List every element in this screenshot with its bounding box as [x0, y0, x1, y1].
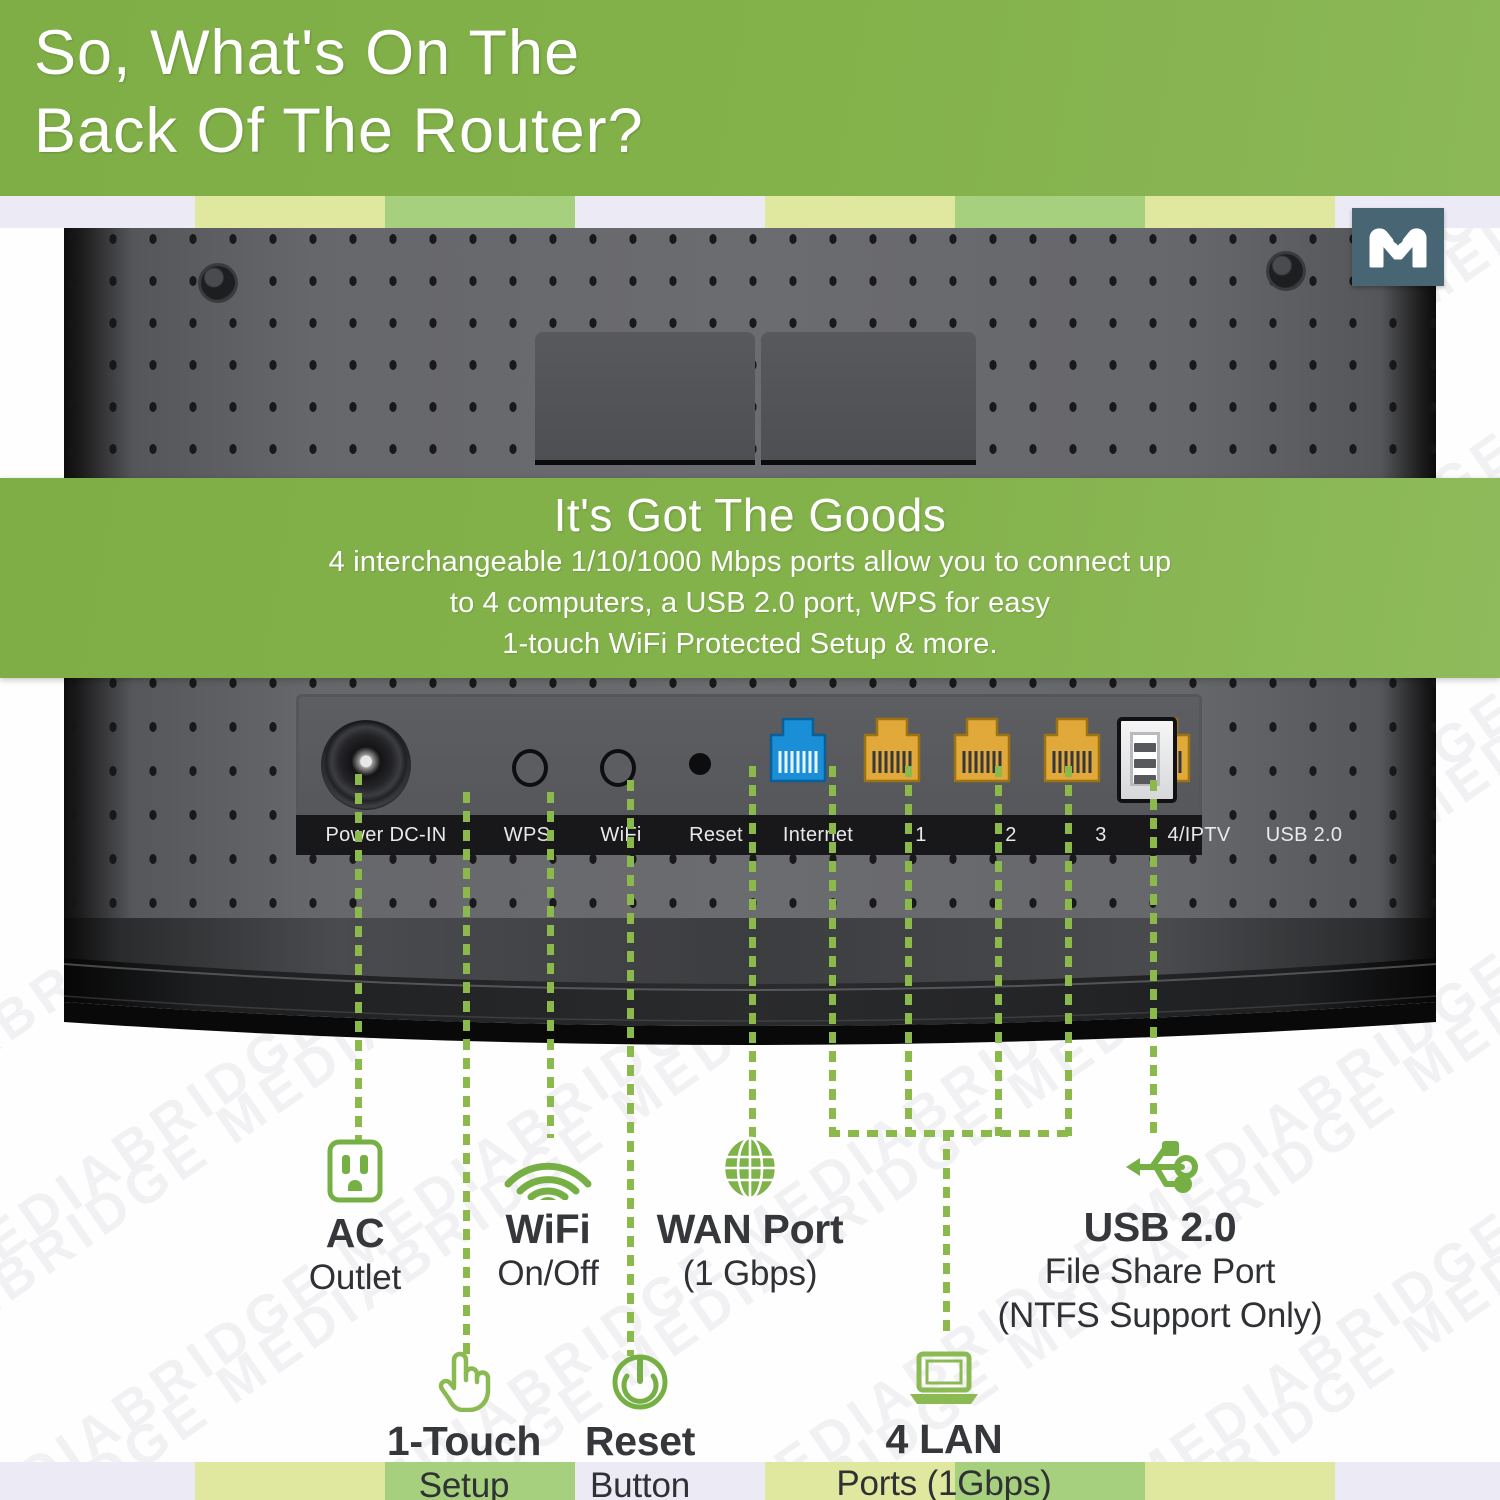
callout-subtitle: (1 Gbps) [682, 1254, 818, 1293]
color-chip [385, 196, 575, 228]
subheading-line1: 4 interchangeable 1/10/1000 Mbps ports a… [328, 546, 1172, 578]
hand-pointer-icon [358, 1340, 570, 1412]
callout-subtitle: On/Off [497, 1254, 599, 1293]
usb-icon [980, 1126, 1340, 1198]
port-label: Internet [782, 824, 854, 846]
callout-subtitle: File Share Port [1044, 1252, 1276, 1291]
color-chip [1335, 1462, 1500, 1500]
brand-logo [1352, 208, 1444, 286]
callout-note: (NTFS Support Only) [997, 1296, 1323, 1335]
subheading-title: It's Got The Goods [553, 489, 947, 541]
subheading-line2: to 4 computers, a USB 2.0 port, WPS for … [449, 587, 1051, 619]
callout-wifi-onoff: WiFi On/Off [440, 1128, 656, 1296]
leader-line-lan4 [1065, 766, 1072, 1136]
color-chip [385, 1462, 575, 1500]
color-chip [1145, 196, 1335, 228]
callout-title: USB 2.0 [1083, 1204, 1237, 1250]
color-chip [195, 196, 385, 228]
reset-pinhole[interactable] [689, 753, 711, 775]
callout-title: WAN Port [656, 1206, 844, 1252]
lan-rj45-port-3 [1035, 713, 1109, 783]
laptop-icon [818, 1338, 1070, 1410]
port-label: 2 [1005, 824, 1017, 846]
callout-subtitle: Ports (1Gbps) [836, 1464, 1052, 1500]
top-color-strip [0, 196, 1500, 228]
power-symbol-icon [540, 1340, 740, 1412]
port-label: USB 2.0 [1265, 824, 1343, 846]
leader-line-lan3 [995, 766, 1002, 1136]
callout-title: 4 LAN [885, 1416, 1003, 1462]
color-chip [765, 1462, 955, 1500]
globe-icon [630, 1128, 870, 1200]
page-title-line2: Back Of The Router? [34, 96, 644, 166]
callout-title: AC [325, 1210, 385, 1256]
leader-line-wps [463, 792, 470, 1354]
callout-ac-outlet: AC Outlet [245, 1132, 465, 1300]
lan-rj45-port-2 [945, 713, 1019, 783]
leader-line-lan1 [829, 766, 836, 1136]
power-outlet-icon [245, 1132, 465, 1204]
color-chip [195, 1462, 385, 1500]
callout-subtitle: Button [590, 1466, 690, 1500]
color-chip [765, 196, 955, 228]
callout-subtitle: Setup [418, 1466, 510, 1500]
page-title-line1: So, What's On The [34, 18, 581, 88]
leader-line-wan [749, 766, 756, 1138]
port-label: 1 [915, 824, 927, 846]
callout-reset-button: Reset Button [540, 1340, 740, 1500]
router-label-panel-right [761, 332, 976, 465]
bottom-color-strip [0, 1462, 1500, 1500]
callout-one-touch-setup: 1-Touch Setup [358, 1340, 570, 1500]
subheading-banner: It's Got The Goods 4 interchangeable 1/1… [0, 478, 1500, 678]
leader-line-lan-drop [943, 1130, 950, 1338]
leader-line-ac [355, 774, 362, 1142]
leader-line-lan2 [905, 766, 912, 1136]
callout-usb-file-share: USB 2.0 File Share Port (NTFS Support On… [980, 1126, 1340, 1338]
subheading-line3: 1-touch WiFi Protected Setup & more. [502, 628, 998, 660]
dc-power-jack [321, 720, 411, 810]
leader-line-wifi [547, 792, 554, 1138]
screw-hole-left [201, 266, 235, 300]
usb-pin [1134, 743, 1156, 752]
callout-wan-port: WAN Port (1 Gbps) [630, 1128, 870, 1296]
wifi-waves-icon [440, 1128, 656, 1200]
color-chip [955, 196, 1145, 228]
header-banner: So, What's On The Back Of The Router? [0, 0, 1500, 196]
port-label: WiFi [600, 824, 642, 846]
port-label: WPS [503, 824, 551, 846]
wan-rj45-port [761, 713, 835, 783]
leader-bracket-lan [829, 1130, 1072, 1137]
usb-pin [1134, 759, 1156, 768]
mediabridge-m-icon [1369, 228, 1427, 268]
color-chip [955, 1462, 1145, 1500]
port-label: Reset [689, 824, 743, 846]
usb-pin [1134, 775, 1156, 784]
port-label: 4/IPTV [1167, 824, 1231, 846]
router-top-casing [64, 228, 1436, 480]
leader-line-reset [627, 780, 634, 1356]
callout-title: 1-Touch [386, 1418, 542, 1464]
usb-port [1117, 717, 1177, 803]
callout-title: Reset [584, 1418, 696, 1464]
callout-subtitle: Outlet [308, 1258, 402, 1297]
color-chip [575, 1462, 765, 1500]
lan-rj45-port-1 [855, 713, 929, 783]
screw-hole-right [1269, 254, 1303, 288]
callout-four-lan-ports: 4 LAN Ports (1Gbps) [818, 1338, 1070, 1500]
callout-title: WiFi [505, 1206, 591, 1252]
port-label: Power DC-IN [325, 824, 447, 846]
page-title: So, What's On The Back Of The Router? [34, 14, 1234, 170]
router-label-panel-left [535, 332, 755, 465]
color-chip [575, 196, 765, 228]
color-chip [1145, 1462, 1335, 1500]
wps-button[interactable] [512, 749, 548, 787]
leader-line-usb [1150, 780, 1157, 1136]
port-label: 3 [1095, 824, 1107, 846]
color-chip [0, 196, 195, 228]
color-chip [0, 1462, 195, 1500]
